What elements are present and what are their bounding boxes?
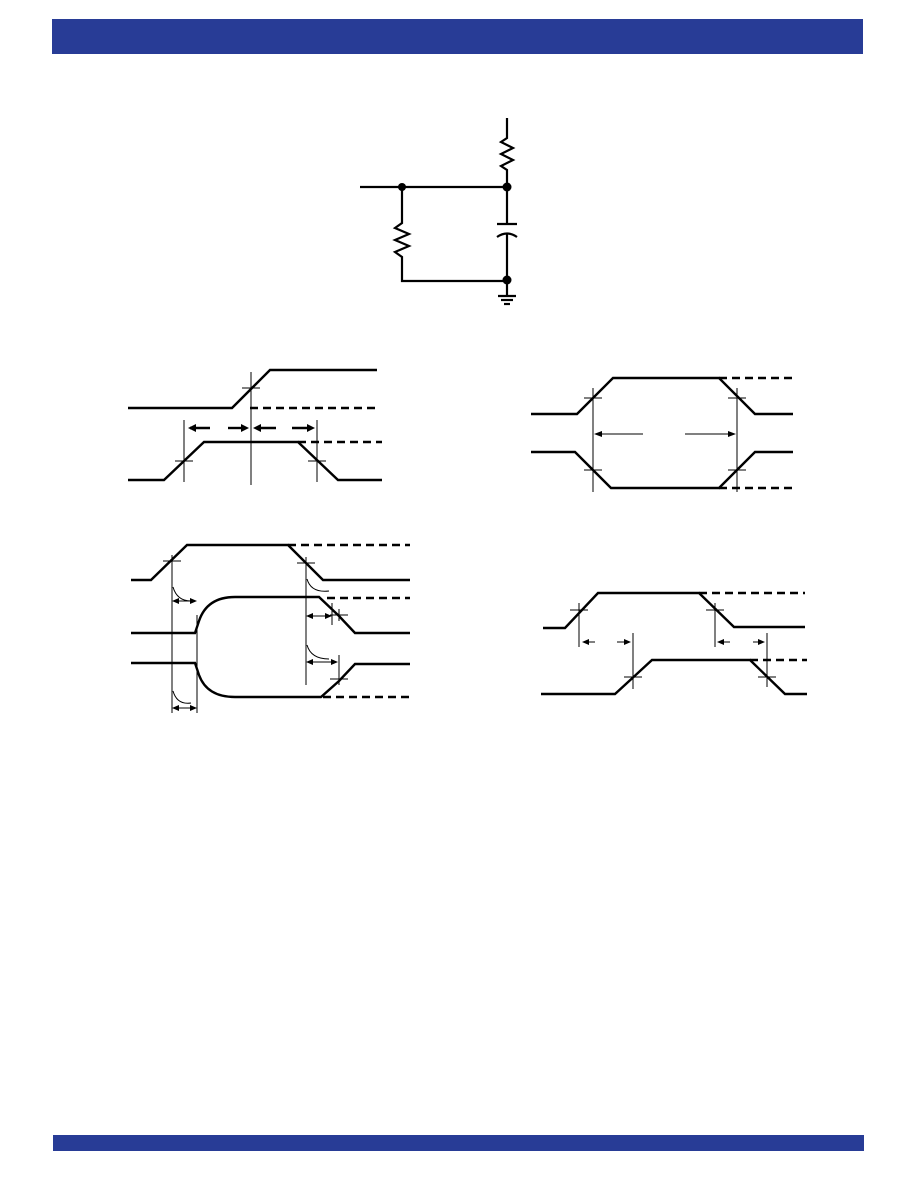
setup-time-arrow bbox=[188, 424, 249, 432]
delay-arrow bbox=[717, 639, 765, 645]
hold-time-arrow bbox=[253, 424, 315, 432]
pulse-width-waveform bbox=[531, 376, 793, 492]
crossing-tick bbox=[297, 557, 315, 569]
ground-icon bbox=[498, 280, 516, 306]
positive-pulse bbox=[531, 376, 793, 416]
crossing-tick bbox=[728, 464, 746, 476]
curved-pointer bbox=[172, 690, 192, 704]
crossing-tick bbox=[330, 609, 348, 621]
delay-arrow bbox=[582, 639, 631, 645]
crossing-tick bbox=[175, 455, 193, 467]
crossing-tick bbox=[163, 555, 181, 567]
crossing-tick bbox=[330, 673, 348, 685]
header-bar bbox=[52, 19, 863, 54]
crossing-tick bbox=[624, 671, 642, 683]
disable-time-arrow bbox=[306, 659, 338, 665]
crossing-tick bbox=[584, 392, 602, 404]
clock-signal bbox=[128, 368, 377, 410]
enable-time-arrow bbox=[172, 705, 197, 711]
crossing-tick bbox=[706, 604, 724, 616]
curved-pointer bbox=[306, 644, 330, 660]
output-signal bbox=[541, 658, 807, 696]
setup-hold-waveform bbox=[128, 368, 382, 485]
enable-time-arrow bbox=[172, 598, 197, 604]
footer-bar bbox=[53, 1135, 864, 1151]
supply-resistor bbox=[498, 118, 516, 187]
load-capacitor bbox=[496, 187, 518, 281]
output-high-to-z bbox=[131, 661, 410, 699]
pulse-width-arrow bbox=[594, 431, 736, 437]
crossing-tick bbox=[584, 464, 602, 476]
crossing-tick bbox=[758, 671, 776, 683]
enable-disable-waveform bbox=[131, 543, 410, 713]
crossing-tick bbox=[308, 455, 326, 467]
disable-time-arrow bbox=[306, 613, 332, 619]
curved-pointer bbox=[172, 586, 192, 602]
propagation-delay-waveform bbox=[541, 591, 807, 696]
curved-pointer bbox=[306, 578, 330, 592]
output-low-to-z bbox=[131, 595, 410, 635]
shunt-resistor bbox=[392, 187, 507, 283]
crossing-tick bbox=[242, 382, 260, 394]
crossing-tick bbox=[570, 604, 588, 616]
negative-pulse bbox=[531, 450, 793, 490]
input-signal bbox=[543, 591, 805, 630]
control-signal bbox=[131, 543, 410, 582]
data-signal bbox=[128, 440, 382, 482]
crossing-tick bbox=[728, 392, 746, 404]
test-load-circuit bbox=[360, 118, 518, 306]
